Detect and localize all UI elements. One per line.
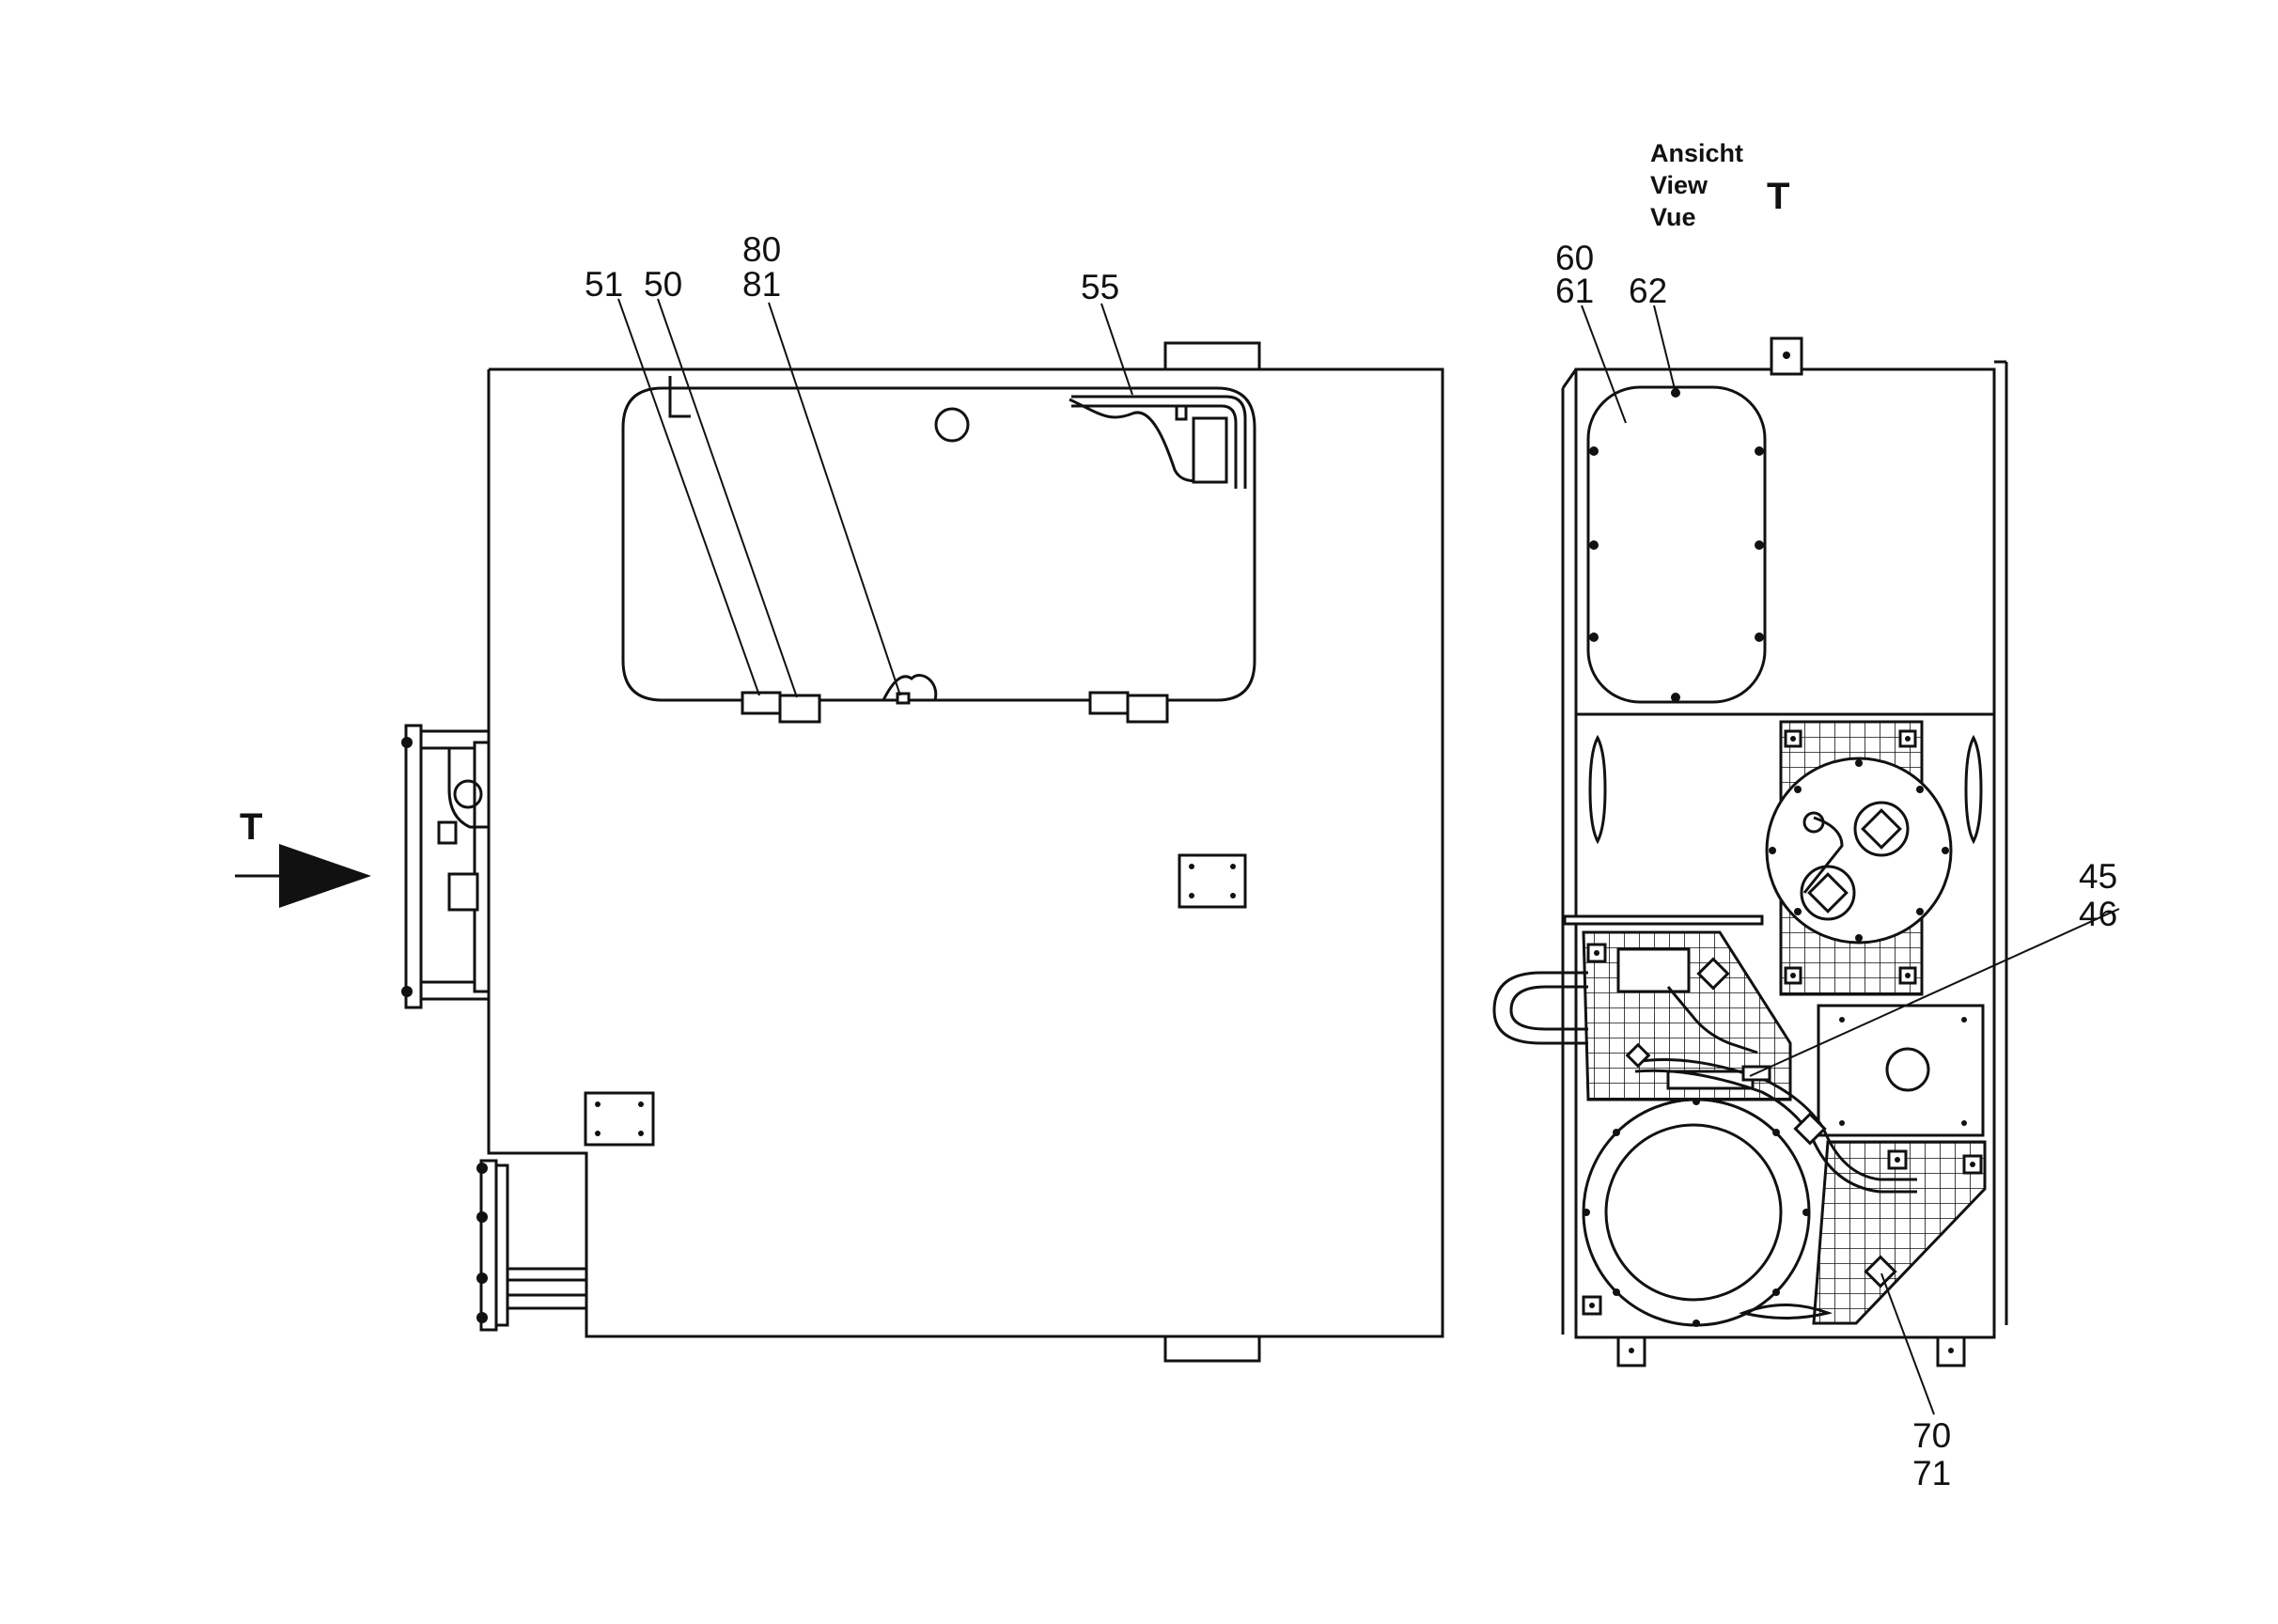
callout-71: 71 bbox=[1912, 1454, 1951, 1492]
callout-46: 46 bbox=[2079, 895, 2117, 933]
side-view: T bbox=[235, 341, 1444, 1363]
end-view: Ansicht View Vue T bbox=[1492, 139, 2008, 1367]
view-title-view: View bbox=[1650, 171, 1708, 199]
broken-section-80 bbox=[882, 674, 938, 701]
mount-flange-lower bbox=[476, 1159, 586, 1332]
top-filler-boss bbox=[1163, 341, 1261, 371]
bottom-drain-boss bbox=[1163, 1335, 1261, 1363]
callout-51: 51 bbox=[585, 265, 623, 304]
callout-80: 80 bbox=[742, 230, 781, 269]
lower-right-mesh bbox=[1812, 1140, 1987, 1325]
view-arrow-letter: T bbox=[240, 806, 262, 848]
pipe-55 bbox=[1071, 395, 1247, 489]
callout-55: 55 bbox=[1081, 268, 1119, 306]
leader-lines-end bbox=[1581, 304, 2120, 1415]
cover-plate-left bbox=[584, 1091, 655, 1147]
hose-45-46 bbox=[1634, 1058, 1917, 1181]
handle-bottom bbox=[1738, 1304, 1833, 1320]
callout-61: 61 bbox=[1555, 272, 1594, 310]
cross-bar bbox=[1563, 914, 1764, 926]
pipe-fitting bbox=[1192, 416, 1228, 484]
tank-body-outline bbox=[487, 367, 1444, 1338]
sensor-51 bbox=[741, 691, 782, 715]
leader-lines-side bbox=[617, 298, 1133, 698]
callout-60: 60 bbox=[1555, 239, 1594, 277]
pipe-55-inner bbox=[1071, 404, 1238, 489]
sensor-right-a bbox=[1088, 691, 1130, 715]
view-title-vue: Vue bbox=[1650, 203, 1696, 231]
inspection-cover bbox=[1586, 385, 1767, 704]
upper-filter-flange bbox=[1765, 757, 1953, 945]
callout-62: 62 bbox=[1629, 272, 1667, 310]
mount-flange-upper bbox=[401, 724, 491, 1009]
sensor-50 bbox=[778, 694, 821, 724]
sensor-right-b bbox=[1126, 694, 1169, 724]
right-mounting-plate bbox=[1817, 1004, 1985, 1137]
view-title-letter: T bbox=[1767, 176, 1789, 217]
lower-filter-bore bbox=[1604, 1123, 1783, 1302]
view-arrow-head bbox=[279, 844, 371, 908]
callout-70: 70 bbox=[1912, 1416, 1951, 1455]
part-80 bbox=[896, 692, 911, 705]
handle-left bbox=[1588, 734, 1607, 845]
round-port bbox=[934, 407, 970, 443]
cutaway-window bbox=[621, 386, 1256, 702]
callout-45: 45 bbox=[2079, 857, 2117, 896]
inner-bracket bbox=[668, 376, 691, 418]
handle-right bbox=[1964, 734, 1983, 845]
return-pipe-elbow bbox=[1492, 971, 1588, 1045]
callout-50: 50 bbox=[644, 265, 682, 304]
small-clip bbox=[1175, 404, 1188, 421]
callout-81: 81 bbox=[742, 265, 781, 304]
cover-plate-right bbox=[1178, 853, 1247, 909]
view-title-ansicht: Ansicht bbox=[1650, 139, 1743, 167]
